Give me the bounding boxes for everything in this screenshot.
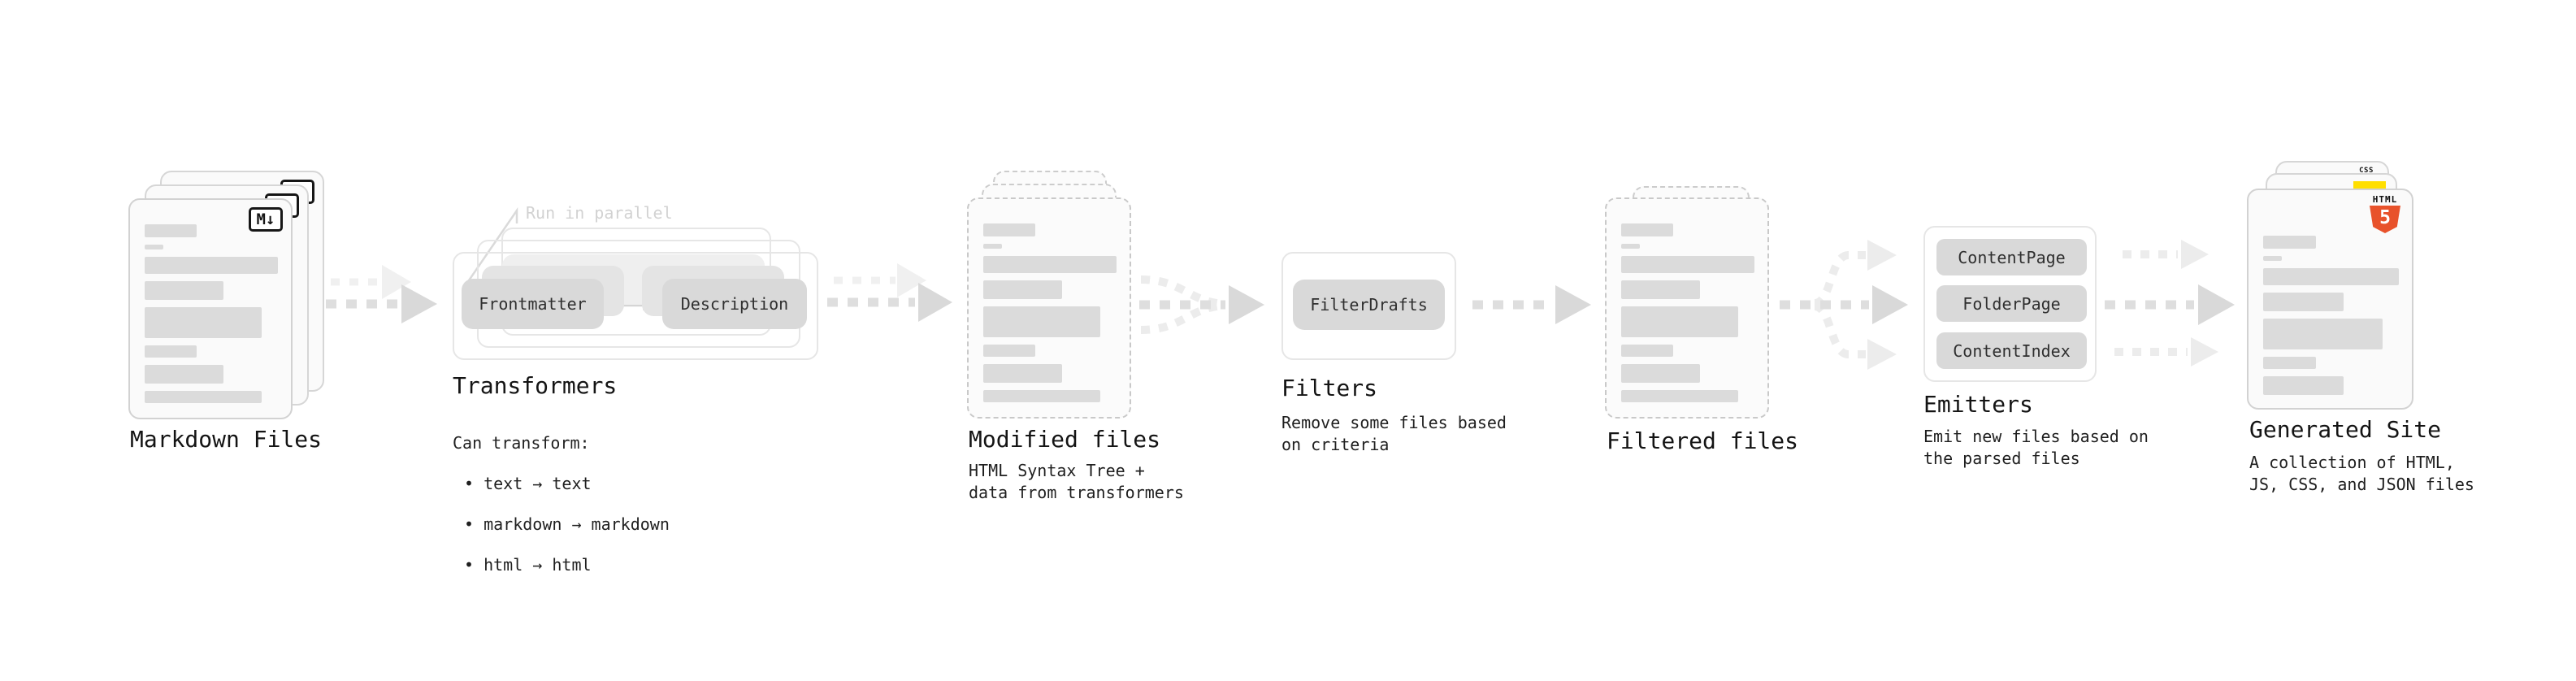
html5-icon-shield: 5 [2370, 206, 2400, 233]
generated-site-label: Generated Site [2249, 416, 2442, 443]
skeleton-line [983, 306, 1101, 337]
arrow-transformers-to-modified [827, 263, 952, 322]
transformers-description: Can transform: • text → text • markdown … [453, 413, 670, 596]
file-skeleton [983, 223, 1117, 402]
folderpage-node: FolderPage [1936, 285, 2087, 322]
site-card-html: HTML 5 [2247, 189, 2413, 410]
filters-title: Filters [1281, 375, 1378, 401]
modified-files-description: HTML Syntax Tree + data from transformer… [969, 461, 1184, 502]
markdown-file-card: M↓ [128, 198, 293, 419]
contentindex-node: ContentIndex [1936, 332, 2087, 369]
skeleton-line [145, 345, 197, 358]
description-node: Description [662, 279, 807, 329]
file-skeleton [2263, 236, 2399, 395]
skeleton-line [1621, 244, 1640, 249]
skeleton-line [1621, 364, 1700, 383]
transformers-title: Transformers [453, 372, 618, 399]
skeleton-line [1621, 280, 1700, 299]
emitters-description: Emit new files based on the parsed files [1923, 427, 2149, 468]
transform-bullet: • markdown → markdown [464, 514, 670, 534]
skeleton-line [983, 256, 1117, 273]
run-in-parallel-callout-line [466, 206, 518, 284]
emitters-panel: ContentPage FolderPage ContentIndex [1923, 226, 2097, 382]
generated-site-description: A collection of HTML, JS, CSS, and JSON … [2249, 453, 2474, 494]
emitters-title: Emitters [1923, 391, 2033, 418]
frontmatter-node: Frontmatter [462, 279, 604, 329]
skeleton-line [1621, 390, 1739, 402]
skeleton-line [1621, 345, 1673, 357]
skeleton-line [145, 391, 262, 403]
skeleton-line [983, 364, 1062, 383]
skeleton-line [983, 390, 1101, 402]
skeleton-line [145, 365, 223, 384]
skeleton-line [145, 257, 278, 274]
skeleton-line [983, 223, 1035, 236]
html5-icon-word: HTML [2372, 194, 2398, 205]
skeleton-line [145, 224, 197, 237]
arrow-modified-to-filters [1139, 275, 1264, 334]
filters-description: Remove some files based on criteria [1281, 413, 1507, 454]
skeleton-line [145, 245, 163, 249]
arrow-filters-to-filtered [1472, 285, 1591, 324]
filtered-file-card [1605, 197, 1769, 419]
transformer-layer-front [453, 252, 818, 360]
arrow-filtered-to-emitters [1780, 240, 1908, 370]
markdown-files-label: Markdown Files [130, 426, 323, 453]
skeleton-line [2263, 357, 2317, 369]
filterdrafts-node: FilterDrafts [1293, 280, 1445, 330]
file-skeleton [145, 224, 278, 403]
skeleton-line [1621, 256, 1754, 273]
contentpage-node: ContentPage [1936, 239, 2087, 275]
modified-file-card [967, 197, 1131, 419]
modified-files-label: Modified files [969, 426, 1161, 453]
arrow-emitters-to-site [2105, 240, 2235, 367]
skeleton-line [2263, 268, 2399, 285]
skeleton-line [983, 345, 1035, 357]
skeleton-line [2263, 376, 2344, 395]
skeleton-line [2263, 236, 2317, 249]
markdown-icon: M↓ [249, 207, 283, 232]
skeleton-line [1621, 223, 1673, 236]
arrow-markdown-to-transformers [306, 265, 437, 323]
skeleton-line [983, 280, 1062, 299]
skeleton-line [145, 281, 223, 300]
file-skeleton [1621, 223, 1754, 402]
transform-bullet: • text → text [464, 474, 592, 493]
css-icon-word: CSS [2359, 167, 2374, 175]
can-transform-heading: Can transform: [453, 433, 590, 453]
skeleton-line [983, 244, 1002, 249]
html5-icon: HTML 5 [2365, 195, 2405, 233]
transform-bullet: • html → html [464, 555, 592, 575]
filtered-files-label: Filtered files [1607, 427, 1799, 454]
skeleton-line [2263, 293, 2344, 311]
skeleton-line [145, 307, 262, 338]
skeleton-line [2263, 319, 2383, 349]
skeleton-line [2263, 256, 2283, 261]
skeleton-line [1621, 306, 1739, 337]
run-in-parallel-note: Run in parallel [526, 203, 673, 223]
